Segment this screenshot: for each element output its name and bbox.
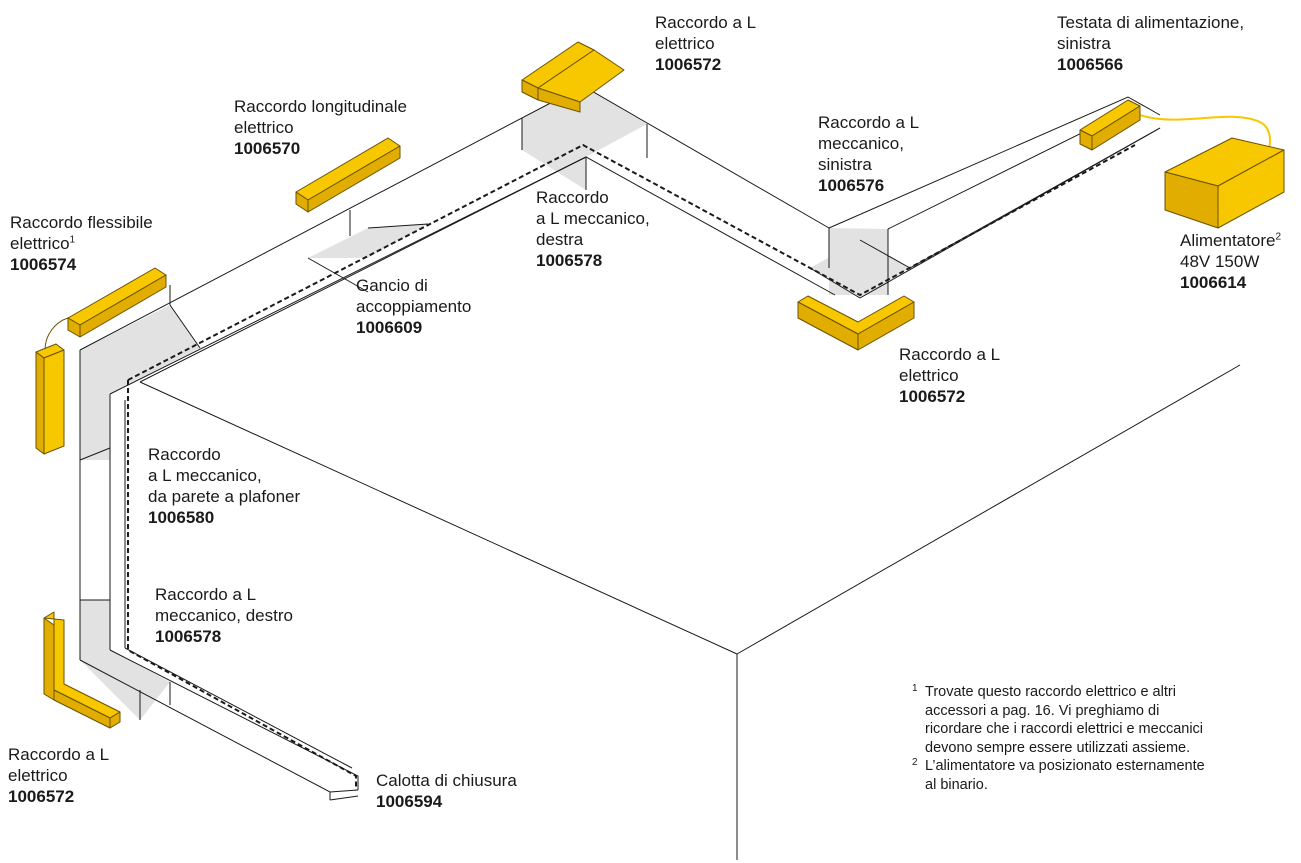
label-text: Alimentatore — [1180, 231, 1276, 250]
label-line: a L meccanico, — [148, 466, 262, 485]
label-line: Raccordo a L — [899, 345, 1001, 364]
footnote-line: Trovate questo raccordo elettrico e altr… — [925, 684, 1176, 700]
product-code: 1006574 — [10, 255, 77, 274]
label-line: Raccordo — [148, 445, 221, 464]
flexible-connector-top — [67, 267, 167, 338]
label-line: elettrico — [899, 366, 959, 385]
label-psu: Alimentatore2 48V 150W 1006614 — [1180, 230, 1281, 293]
label-line: meccanico, destro — [155, 606, 293, 625]
label-line: Raccordo a L — [818, 113, 920, 132]
product-code: 1006614 — [1180, 273, 1247, 292]
label-line: Alimentatore2 — [1180, 230, 1281, 251]
flex-cable — [44, 317, 69, 351]
product-code: 1006580 — [148, 508, 215, 527]
label-line: 48V 150W — [1180, 252, 1260, 271]
product-code: 1006576 — [818, 176, 885, 195]
footnote-line: devono sempre essere utilizzati assieme. — [925, 739, 1191, 756]
footnote-line: accessori a pag. 16. Vi preghiamo di — [925, 702, 1160, 719]
label-end-cap: Calotta di chiusura 1006594 — [376, 770, 517, 812]
label-wall-ceiling: Raccordo a L meccanico, da parete a plaf… — [148, 444, 300, 528]
label-line: elettrico — [655, 34, 715, 53]
label-l-electric-bottom: Raccordo a L elettrico 1006572 — [8, 744, 109, 807]
label-line: elettrico1 — [10, 233, 153, 254]
product-code: 1006578 — [155, 627, 222, 646]
label-l-electric-top: Raccordo a L elettrico 1006572 — [655, 12, 756, 75]
footnote-number: 1 — [912, 683, 918, 694]
label-line: Testata di alimentazione, — [1057, 13, 1245, 32]
label-line: a L meccanico, — [536, 209, 650, 228]
label-line: Raccordo a L — [8, 745, 110, 764]
product-code: 1006572 — [655, 55, 722, 74]
l-electric-connector-bottom — [43, 611, 121, 729]
footnote-2: 2 L’alimentatore va posizionato esternam… — [912, 757, 1292, 794]
label-coupling: Gancio di accoppiamento 1006609 — [356, 275, 471, 338]
dashed-light-line — [127, 143, 1136, 790]
product-code: 1006570 — [234, 139, 301, 158]
label-l-electric-mid: Raccordo a L elettrico 1006572 — [899, 344, 1000, 407]
footnote-marker: 2 — [1275, 231, 1281, 243]
longitudinal-connector — [295, 137, 401, 213]
label-feed-head: Testata di alimentazione, sinistra 10065… — [1057, 12, 1244, 75]
feed-head-connector — [1079, 99, 1141, 151]
connector-zones — [80, 86, 910, 720]
label-flexible: Raccordo flessibile elettrico1 1006574 — [10, 212, 153, 275]
label-line: sinistra — [818, 155, 872, 174]
label-longitudinal: Raccordo longitudinale elettrico 1006570 — [234, 96, 407, 159]
product-code: 1006578 — [536, 251, 603, 270]
footnote-line: al binario. — [925, 776, 988, 793]
label-line: Raccordo a L — [655, 13, 757, 32]
product-code: 1006594 — [376, 792, 443, 811]
footnote-line: ricordare che i raccordi elettrici e mec… — [925, 721, 1204, 737]
flexible-connector-bottom — [35, 343, 65, 455]
product-code: 1006609 — [356, 318, 423, 337]
room-edges — [139, 364, 1241, 860]
footnote-line: L’alimentatore va posizionato esternamen… — [925, 758, 1205, 774]
power-supply-box — [1164, 137, 1285, 229]
label-l-mech-right-bottom: Raccordo a L meccanico, destro 1006578 — [155, 584, 293, 647]
label-line: Raccordo longitudinale — [234, 97, 407, 116]
label-line: Calotta di chiusura — [376, 771, 517, 790]
label-line: accoppiamento — [356, 297, 472, 316]
label-line: destra — [536, 230, 584, 249]
yellow-connectors — [35, 41, 1285, 729]
label-line: meccanico, — [818, 134, 904, 153]
product-code: 1006572 — [899, 387, 966, 406]
label-line: Raccordo flessibile — [10, 213, 153, 232]
footnote-marker: 1 — [69, 234, 76, 246]
label-line: Raccordo — [536, 188, 609, 207]
label-line: elettrico — [234, 118, 294, 137]
l-electric-connector-mid — [797, 295, 915, 351]
label-l-mech-left: Raccordo a L meccanico, sinistra 1006576 — [818, 112, 919, 196]
footnote-number: 2 — [912, 757, 918, 768]
label-text: elettrico — [10, 234, 70, 253]
track-body — [79, 85, 1161, 801]
label-line: Raccordo a L — [155, 585, 257, 604]
label-line: Gancio di — [356, 276, 428, 295]
product-code: 1006572 — [8, 787, 75, 806]
label-l-mech-right-top: Raccordo a L meccanico, destra 1006578 — [536, 187, 650, 271]
product-code: 1006566 — [1057, 55, 1124, 74]
label-line: sinistra — [1057, 34, 1111, 53]
label-line: da parete a plafoner — [148, 487, 301, 506]
footnote-1: 1 Trovate questo raccordo elettrico e al… — [912, 683, 1292, 757]
l-electric-connector-top — [521, 41, 625, 113]
footnotes: 1 Trovate questo raccordo elettrico e al… — [912, 683, 1292, 794]
label-line: elettrico — [8, 766, 68, 785]
